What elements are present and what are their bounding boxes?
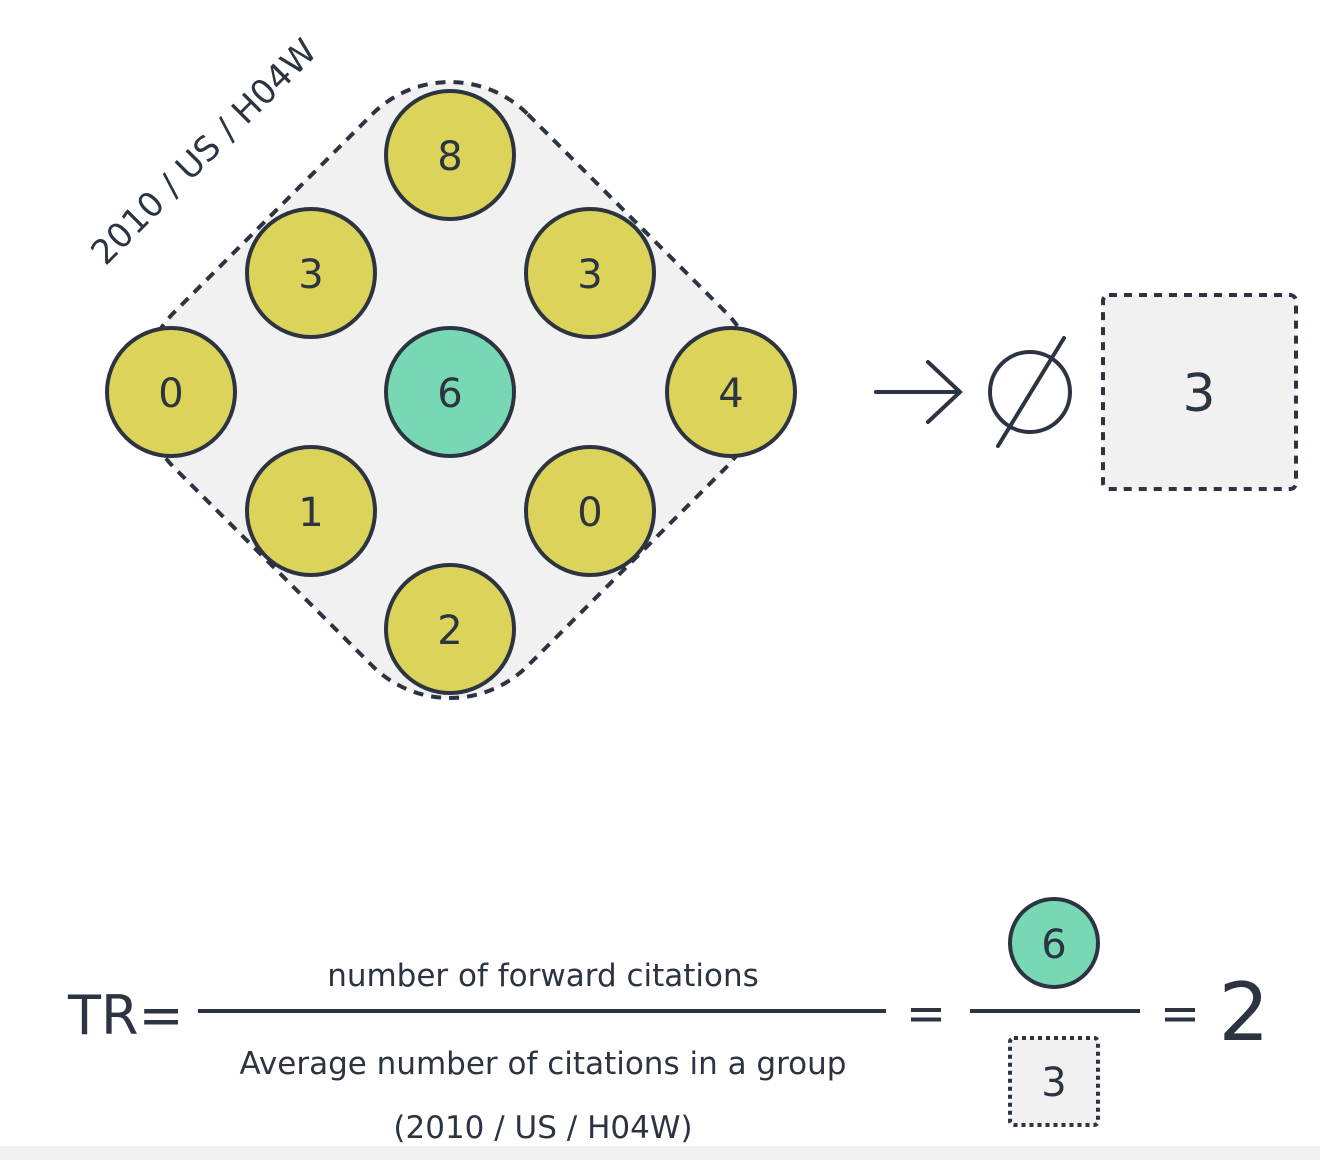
average-value-box: [1101, 293, 1298, 491]
node-value: 4: [718, 371, 743, 417]
bottom-band: [0, 1146, 1320, 1160]
group-node: 3: [245, 207, 377, 339]
node-value: 0: [577, 490, 602, 536]
formula-numerator: number of forward citations: [327, 958, 759, 994]
formula-denominator: Average number of citations in a group: [240, 1046, 847, 1082]
node-value: 8: [437, 134, 462, 180]
arrow-right-icon: [874, 360, 963, 424]
node-value: 3: [298, 252, 323, 298]
group-node: 2: [384, 563, 516, 695]
group-node: 4: [665, 326, 797, 458]
group-node: 0: [524, 445, 656, 577]
formula-lhs: TR=: [67, 984, 184, 1047]
node-value: 3: [577, 252, 602, 298]
node-value: 0: [158, 371, 183, 417]
highlighted-node: 6: [384, 326, 516, 458]
group-node: 8: [384, 89, 516, 221]
group-node: 3: [524, 207, 656, 339]
node-value: 6: [437, 371, 462, 417]
numerator-value: 6: [1041, 922, 1066, 968]
node-value: 1: [298, 490, 323, 536]
formula-equals: =: [906, 986, 946, 1042]
group-node: 1: [245, 445, 377, 577]
average-value: 3: [1182, 364, 1215, 424]
formula-equals: =: [1160, 986, 1200, 1042]
numerator-value-circle: [1008, 897, 1100, 989]
node-value: 2: [437, 608, 462, 654]
average-symbol-text: ∅: [1030, 391, 1031, 393]
denominator-value: 3: [1041, 1060, 1066, 1106]
formula-denominator-group: (2010 / US / H04W): [393, 1110, 692, 1146]
denominator-value-box: [1008, 1036, 1100, 1127]
group-node: 0: [105, 326, 237, 458]
average-symbol-icon: [988, 336, 1072, 448]
formula-result: 2: [1219, 966, 1270, 1059]
